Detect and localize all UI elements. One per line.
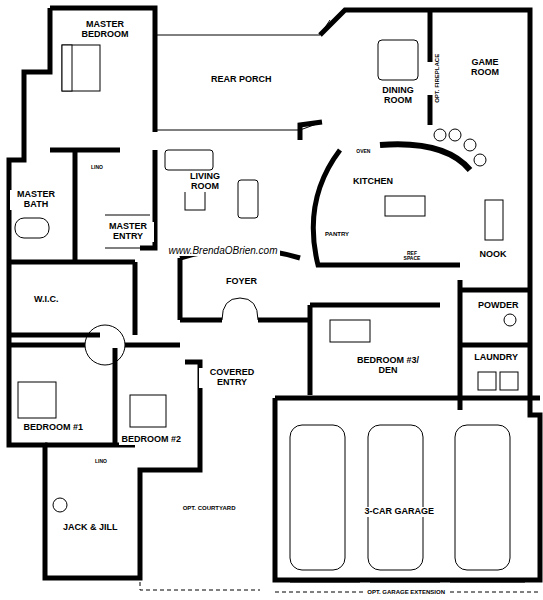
plan-stroke (455, 425, 510, 570)
plan-stroke (165, 150, 213, 170)
room-label: MASTER ENTRY (102, 222, 154, 242)
plan-stroke (50, 148, 120, 153)
room-label: GAME ROOM (459, 58, 511, 78)
plan-stroke (73, 150, 78, 262)
plan-stroke (50, 8, 155, 132)
plan-stroke (140, 470, 260, 590)
plan-stroke (9, 343, 85, 348)
plan-stroke (130, 395, 166, 427)
room-label: OPT. GARAGE EXTENSION (365, 589, 447, 596)
room-label: POWDER (476, 301, 521, 311)
plan-stroke (434, 129, 446, 141)
room-label: BEDROOM #3/ DEN (352, 356, 424, 376)
plan-stroke (180, 318, 222, 323)
room-label: BEDROOM #2 (119, 435, 183, 445)
plan-stroke (428, 12, 433, 62)
plan-stroke (474, 154, 486, 166)
plan-stroke (133, 262, 138, 335)
plan-stroke (238, 180, 258, 218)
room-label: REF SPACE (397, 251, 427, 262)
room-label: MASTER BEDROOM (69, 20, 141, 40)
room-label: LIVING ROOM (177, 172, 234, 192)
plan-stroke (378, 40, 418, 80)
plan-stroke (310, 303, 440, 308)
room-label: LINO (89, 165, 105, 171)
room-label: COVERED ENTRY (199, 368, 266, 388)
plan-stroke (275, 10, 540, 580)
plan-stroke (449, 129, 461, 141)
plan-stroke (460, 343, 530, 348)
plan-stroke (18, 382, 56, 418)
plan-stroke (185, 190, 205, 210)
thin-detail (85, 215, 540, 592)
plan-stroke (500, 372, 518, 390)
plan-stroke (290, 425, 345, 570)
room-label: W.I.C. (32, 295, 61, 305)
plan-stroke (385, 196, 425, 216)
plan-stroke (485, 200, 503, 240)
plan-stroke (330, 320, 370, 342)
wall (9, 8, 540, 580)
plan-stroke (9, 8, 200, 578)
plan-stroke (275, 396, 540, 401)
room-label: 3-CAR GARAGE (362, 507, 436, 517)
plan-stroke (478, 372, 496, 390)
room-label: NOOK (478, 250, 509, 260)
room-label: DINING ROOM (372, 86, 424, 106)
plan-stroke (62, 45, 72, 91)
room-label: BEDROOM #1 (21, 423, 85, 433)
plan-stroke (258, 318, 310, 323)
plan-stroke (368, 425, 423, 570)
room-label: MASTER BATH (10, 190, 62, 210)
plan-stroke (460, 288, 530, 293)
room-label: OPT. COURTYARD (181, 505, 238, 512)
room-label: OVEN (354, 149, 373, 155)
plan-stroke (155, 35, 320, 36)
plan-stroke (155, 122, 322, 130)
plan-stroke (290, 582, 525, 583)
room-label: REAR PORCH (209, 75, 274, 85)
plan-stroke (222, 298, 258, 320)
plan-stroke (380, 144, 470, 170)
plan-stroke (464, 139, 476, 151)
room-label: KITCHEN (351, 177, 395, 187)
plan-stroke (53, 498, 67, 512)
room-label: LINO (93, 459, 109, 465)
room-label: FOYER (223, 277, 259, 287)
room-label: JACK & JILL (62, 523, 119, 533)
plan-stroke (15, 218, 49, 238)
furniture (15, 40, 518, 570)
watermark: www.BrendaOBrien.com (167, 245, 280, 256)
plan-stroke (428, 95, 433, 125)
plan-stroke (504, 314, 516, 326)
plan-stroke (85, 325, 125, 365)
plan-stroke (178, 258, 183, 320)
porch-line (155, 20, 330, 130)
plan-stroke (62, 45, 100, 91)
plan-stroke (300, 122, 322, 140)
room-label: LAUNDRY (472, 353, 520, 363)
room-label: OPT. FIREPLACE (434, 51, 441, 105)
plan-stroke (313, 150, 460, 265)
room-label: PANTRY (323, 231, 351, 238)
plan-stroke (9, 260, 135, 265)
plan-stroke (125, 343, 180, 348)
